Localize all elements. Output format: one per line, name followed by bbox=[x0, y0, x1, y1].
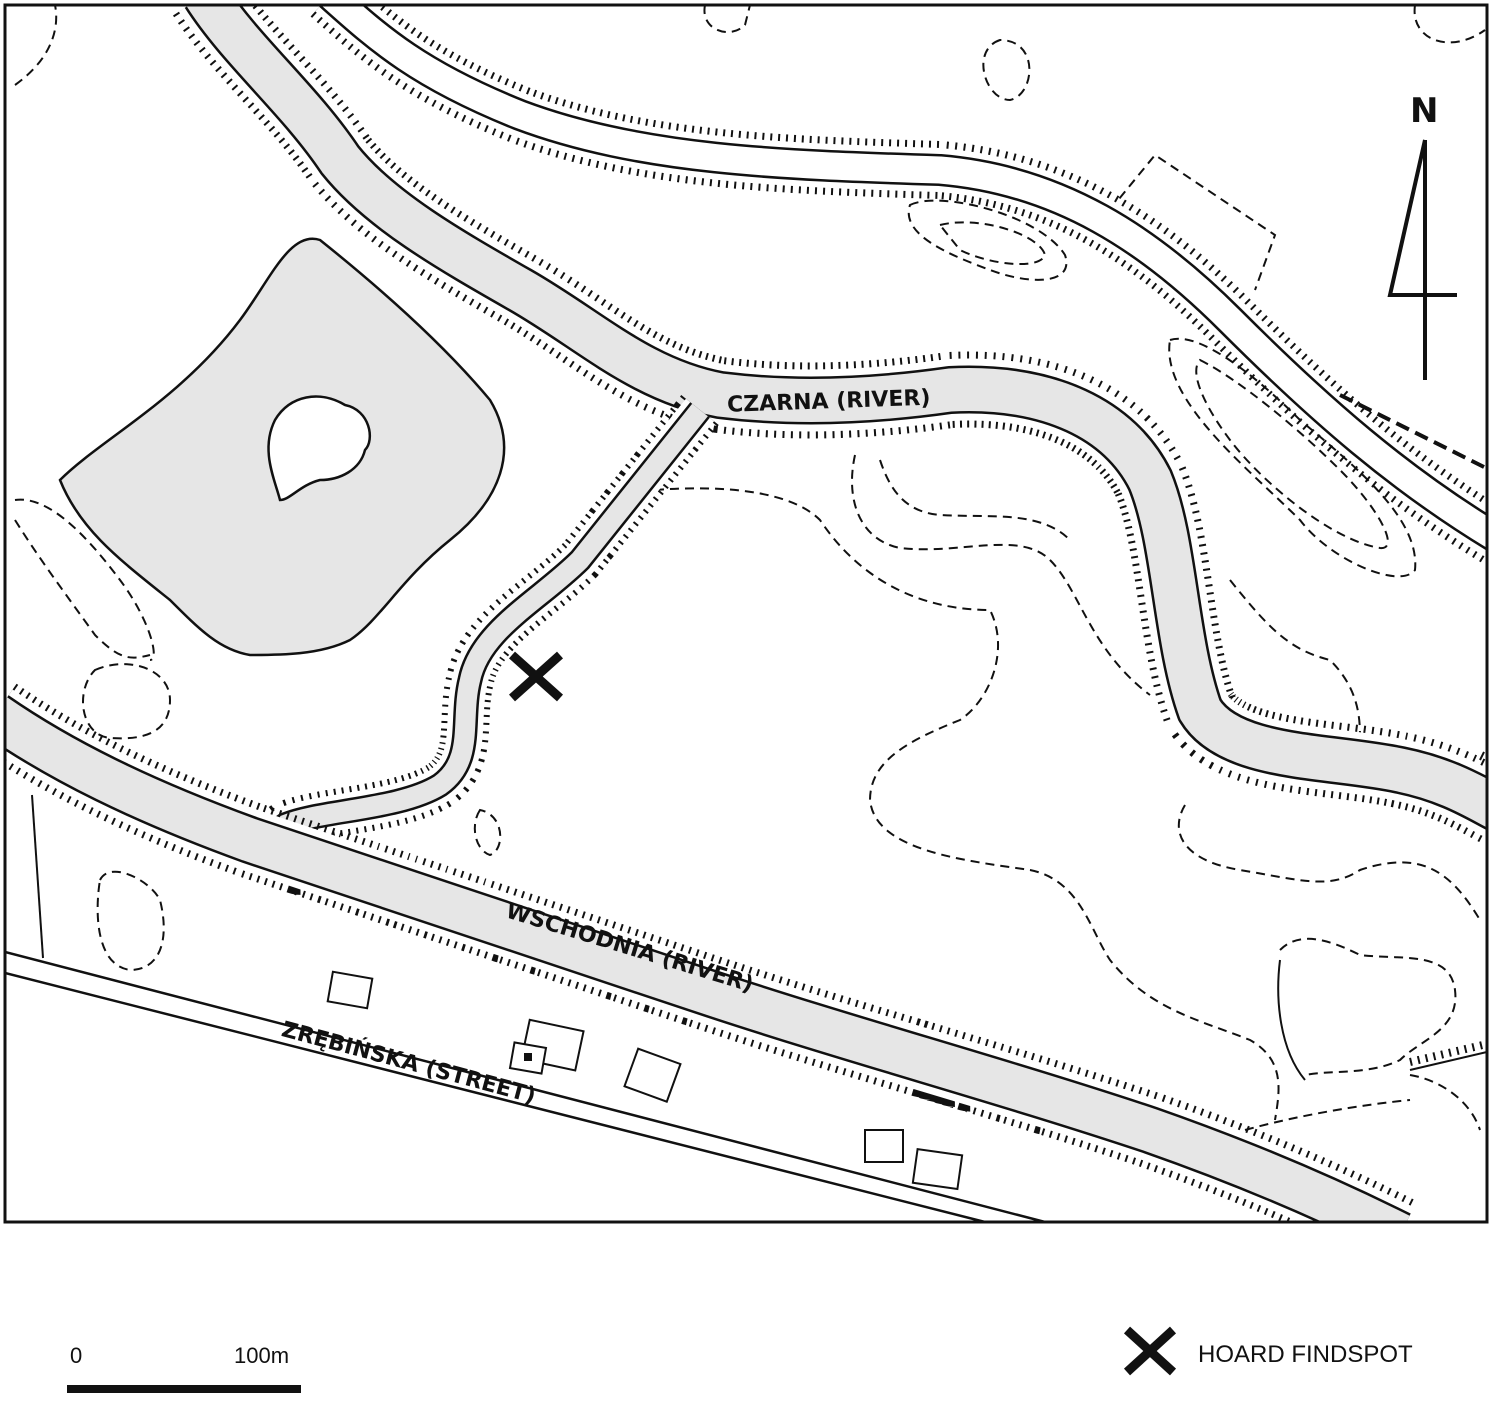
hoard-findspot-marker bbox=[508, 651, 564, 702]
street-label: ZRĘBIŃSKA (STREET) bbox=[279, 1016, 539, 1109]
building bbox=[326, 970, 374, 1010]
map-frame bbox=[3, 3, 1489, 1224]
legend-findspot-label: HOARD FINDSPOT bbox=[1198, 1341, 1413, 1368]
scale-start-label: 0 bbox=[70, 1343, 82, 1368]
building bbox=[911, 1147, 964, 1191]
east-hatch-lines bbox=[1277, 959, 1487, 1081]
building bbox=[623, 1047, 682, 1103]
north-label: N bbox=[1410, 91, 1438, 131]
zrebinska-street bbox=[5, 794, 1046, 1222]
scale-end-label: 100m bbox=[234, 1343, 289, 1368]
pond bbox=[58, 237, 506, 657]
north-arrow-icon bbox=[1387, 139, 1457, 380]
wschodnia-river bbox=[5, 683, 1417, 1222]
north-road bbox=[310, 5, 1487, 565]
buildings bbox=[326, 970, 964, 1191]
small-contour bbox=[473, 808, 502, 857]
czarna-river bbox=[172, 5, 1487, 844]
scale-bar bbox=[67, 1385, 301, 1393]
building bbox=[864, 1129, 904, 1163]
contour-lines bbox=[14, 5, 1486, 1131]
x-mark-icon bbox=[1123, 1326, 1177, 1376]
